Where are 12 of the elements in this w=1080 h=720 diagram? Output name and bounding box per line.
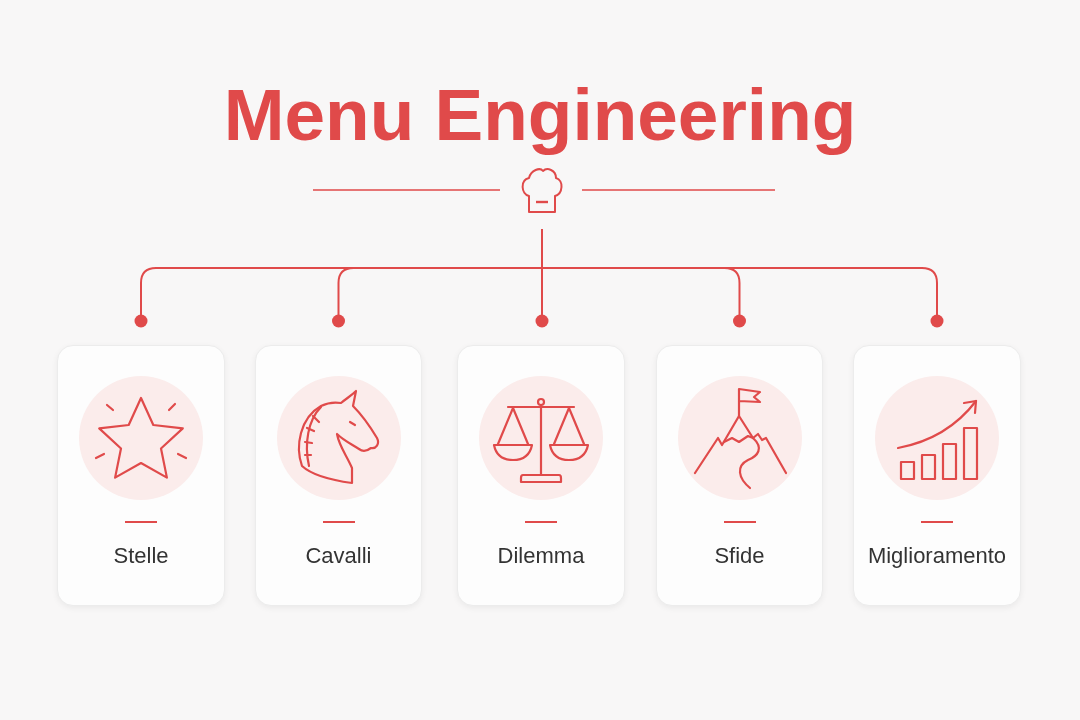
category-card bbox=[457, 345, 625, 606]
category-card bbox=[853, 345, 1021, 606]
card-label: Sfide bbox=[714, 542, 765, 570]
card-label: Miglioramento bbox=[867, 542, 1007, 570]
card-label: Stelle bbox=[113, 542, 169, 570]
connector-line bbox=[541, 229, 944, 328]
title: Menu Engineering bbox=[223, 73, 857, 157]
category-card bbox=[255, 345, 422, 606]
card-label: Dilemma bbox=[497, 542, 585, 570]
card-label: Cavalli bbox=[305, 542, 372, 570]
category-card bbox=[656, 345, 823, 606]
category-card bbox=[57, 345, 225, 606]
